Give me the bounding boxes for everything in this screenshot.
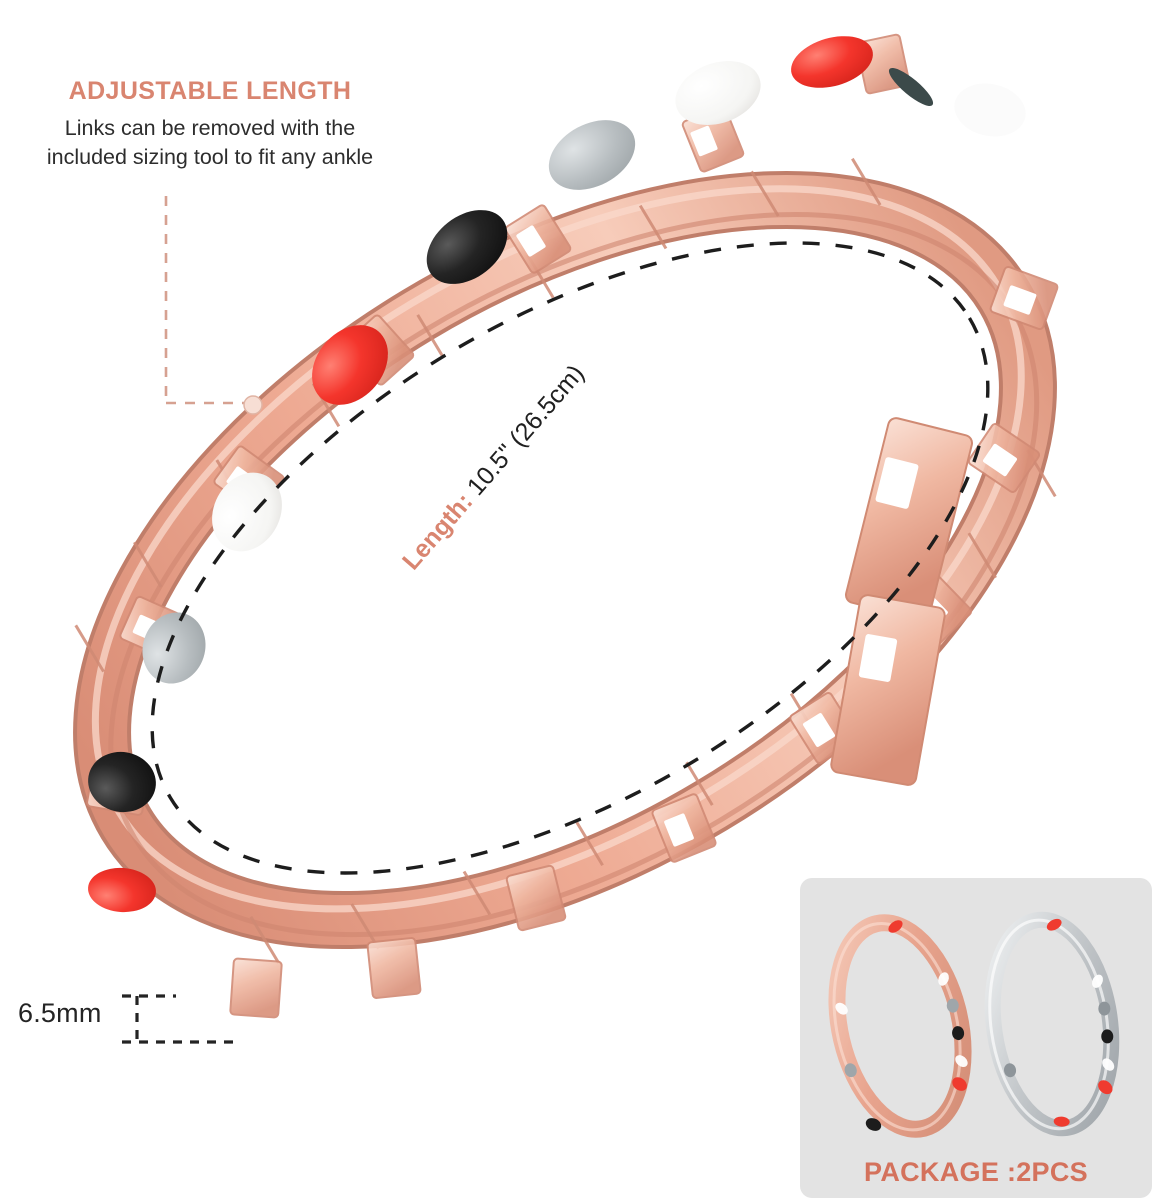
package-caption: PACKAGE :2PCS <box>864 1157 1088 1187</box>
magnet-white-2 <box>212 472 282 552</box>
band-clasp <box>830 417 974 786</box>
package-bracelets-illustration <box>828 911 1120 1138</box>
magnet-red-2 <box>312 325 388 405</box>
thickness-dimension-bracket <box>122 994 236 1044</box>
thickness-annotation-value: 6.5mm <box>18 998 102 1028</box>
band-link-separators <box>74 157 1057 964</box>
magnet-grey-1 <box>548 120 636 190</box>
magnet-white-1 <box>675 61 761 125</box>
magnet-red-3 <box>88 867 156 913</box>
magnet-insets <box>88 36 1026 913</box>
callout-leader-line <box>164 196 246 405</box>
package-item-silver <box>984 911 1120 1137</box>
callout-body-line-2: included sizing tool to fit any ankle <box>46 145 374 170</box>
callout-leader-endpoint <box>243 395 263 415</box>
package-panel: PACKAGE :2PCS <box>800 878 1152 1198</box>
adjustable-length-callout: ADJUSTABLE LENGTH Links can be removed w… <box>0 77 420 173</box>
length-outline-dashed-ellipse <box>150 241 990 875</box>
callout-title: ADJUSTABLE LENGTH <box>68 77 352 105</box>
magnet-black-2 <box>88 751 156 813</box>
magnet-grey-2 <box>142 612 206 684</box>
magnet-germanium-1 <box>888 67 934 107</box>
callout-body-line-1: Links can be removed with the <box>64 115 356 140</box>
magnet-white-3 <box>954 83 1026 137</box>
magnet-black-1 <box>426 210 508 284</box>
magnet-red-1 <box>791 36 873 88</box>
package-item-rose-gold <box>828 914 972 1138</box>
